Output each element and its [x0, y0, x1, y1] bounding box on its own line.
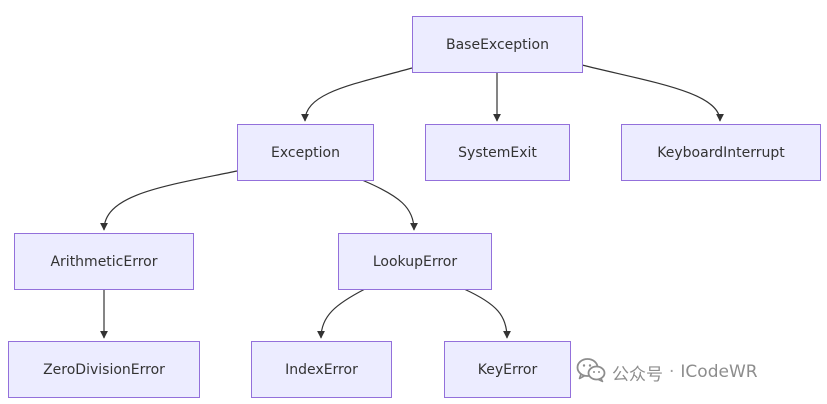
wechat-icon [576, 357, 606, 388]
node-label: BaseException [446, 37, 549, 53]
node-label: SystemExit [458, 145, 537, 161]
node-lookup: LookupError [338, 233, 492, 290]
node-zerodivision: ZeroDivisionError [8, 341, 200, 398]
edge-base-to-keyboardinterrupt [581, 64, 724, 122]
watermark-text: 公众号 [612, 364, 663, 385]
edges [100, 64, 724, 339]
node-box [412, 16, 583, 73]
node-box [251, 341, 392, 398]
node-label: ArithmeticError [50, 254, 157, 270]
edge-base-to-exception [301, 67, 413, 122]
node-label: ZeroDivisionError [43, 362, 165, 378]
node-label: KeyError [478, 362, 538, 378]
watermark-account: ICodeWR [680, 362, 758, 382]
node-base: BaseException [412, 16, 583, 73]
edge-lookup-to-key [463, 288, 511, 339]
node-label: IndexError [285, 362, 358, 378]
node-box [338, 233, 492, 290]
node-box [8, 341, 200, 398]
node-box [425, 124, 570, 181]
node-exception: Exception [237, 124, 374, 181]
edge-lookup-to-index [317, 288, 366, 339]
watermark-separator: · [669, 362, 675, 382]
edge-exception-to-lookup [361, 179, 418, 231]
node-keyboardinterrupt: KeyboardInterrupt [621, 124, 821, 181]
watermark: 公众号 · ICodeWR [576, 357, 758, 387]
node-box [621, 124, 821, 181]
node-box [444, 341, 571, 398]
node-index: IndexError [251, 341, 392, 398]
node-key: KeyError [444, 341, 571, 398]
node-systemexit: SystemExit [425, 124, 570, 181]
node-box [14, 233, 194, 290]
edge-exception-to-arithmetic [100, 170, 238, 231]
node-label: LookupError [373, 254, 457, 270]
node-box [237, 124, 374, 181]
node-label: KeyboardInterrupt [657, 145, 785, 161]
node-arithmetic: ArithmeticError [14, 233, 194, 290]
node-label: Exception [271, 145, 340, 161]
